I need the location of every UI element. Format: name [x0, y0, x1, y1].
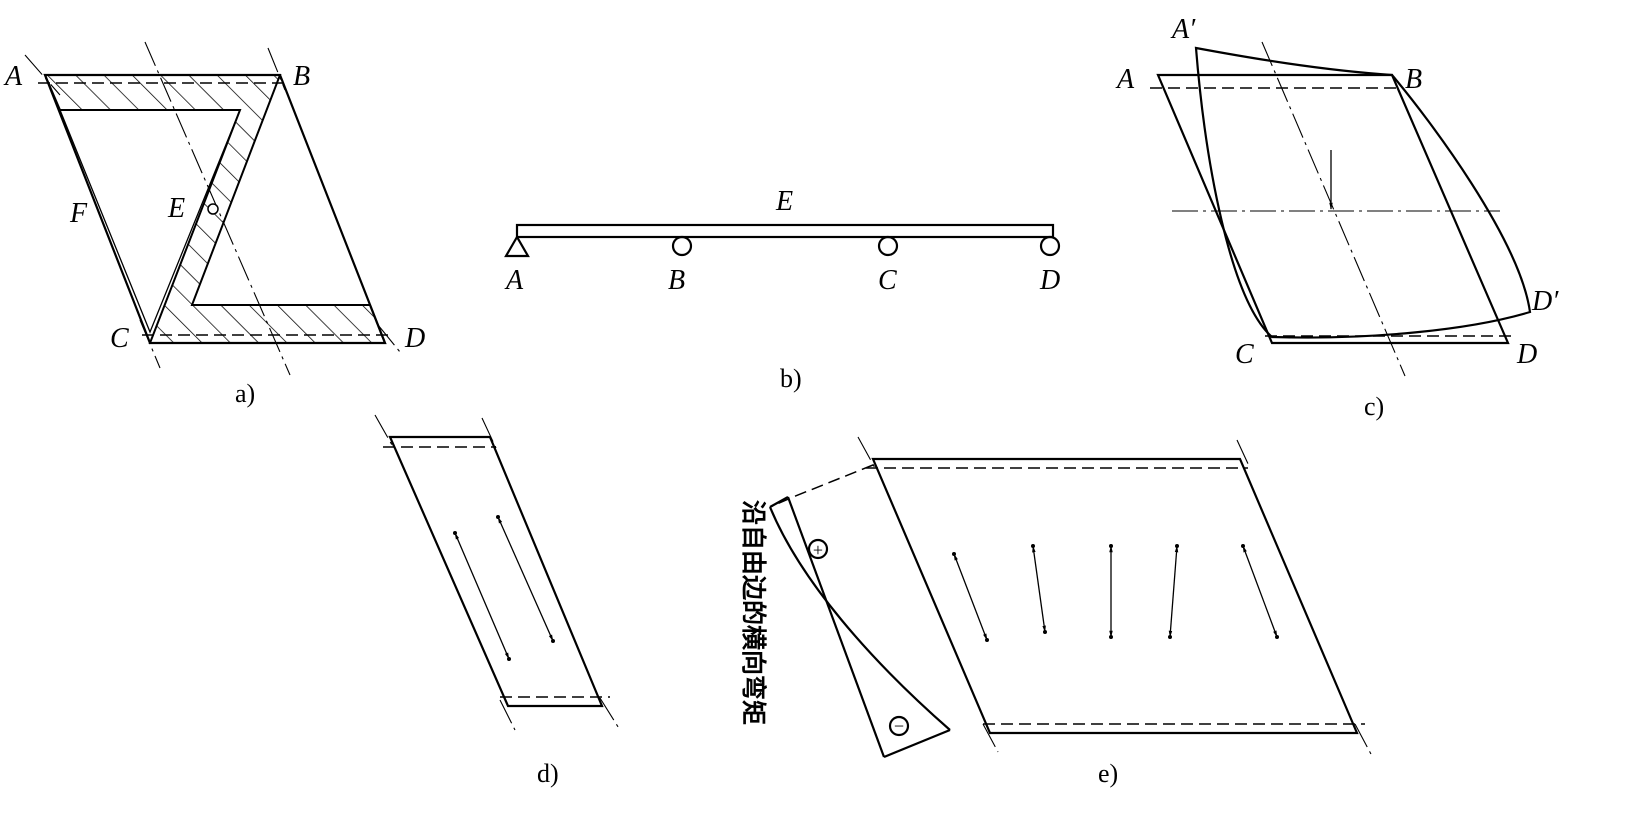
- panel-e-end-tick-bottom-right: [1354, 723, 1373, 757]
- panel-d-end-tick-top-right: [481, 417, 497, 449]
- panel-c-deformed-slab: [1194, 46, 1532, 339]
- panel-b-roller-support-d: [1039, 235, 1061, 257]
- panel-e-stress-arrow-1: [953, 553, 988, 641]
- panel-e-moment-label: 沿自由边的横向弯矩: [739, 500, 768, 725]
- panel-b-label-e: E: [775, 186, 793, 217]
- panel-c-original-slab: [1156, 73, 1510, 345]
- panel-e-slab: [871, 457, 1359, 735]
- panel-e-moment-curve: [768, 506, 951, 731]
- panel-d-caption: d): [537, 759, 559, 788]
- panel-a-end-tick-top-left: [24, 54, 61, 96]
- panel-a-point-e-marker: [207, 203, 219, 215]
- panel-e-projection-dash: [769, 464, 874, 508]
- panel-b-label-b: B: [668, 265, 685, 296]
- panel-e-end-tick-top-left: [857, 436, 876, 469]
- panel-e-moment-end-line: [883, 728, 951, 759]
- panel-e-stress-arrow-4: [1168, 545, 1179, 638]
- panel-a-inner-triangle-left: [59, 109, 241, 334]
- panel-b-caption: b): [780, 364, 802, 393]
- panel-a-label-e: E: [167, 193, 185, 224]
- panel-a: A B C D E F a): [3, 41, 425, 408]
- panel-c: A′ A B C D D′ c): [1115, 14, 1559, 421]
- panel-d-end-tick-bottom-left: [499, 699, 516, 731]
- panel-b-beam: [515, 223, 1055, 239]
- panel-b-label-a: A: [504, 265, 524, 296]
- panel-d-arrow-dot: [453, 531, 457, 535]
- panel-e-stress-arrow-5: [1242, 545, 1278, 638]
- panel-c-label-a-prime: A′: [1170, 14, 1196, 45]
- panel-b-label-c: C: [878, 265, 897, 296]
- panel-e-end-tick-bottom-left: [982, 723, 999, 753]
- panel-d-arrow-dot: [551, 639, 555, 643]
- panel-d-stress-arrow-left: [454, 532, 510, 660]
- panel-e-minus-sign: −: [894, 716, 904, 736]
- panel-c-label-c: C: [1235, 339, 1254, 370]
- panel-a-label-f: F: [69, 198, 88, 229]
- panel-d-end-tick-bottom-right: [599, 697, 621, 731]
- panel-c-caption: c): [1364, 392, 1384, 421]
- panel-c-label-b: B: [1405, 64, 1422, 95]
- panel-b-pin-support-a: [504, 234, 530, 258]
- panel-d-strip: [388, 435, 604, 708]
- panel-a-caption: a): [235, 379, 255, 408]
- panel-a-end-tick-top-right: [267, 47, 286, 91]
- panel-a-label-b: B: [293, 61, 310, 92]
- panel-a-label-a: A: [3, 61, 23, 92]
- panel-e-moment-start-line: [769, 496, 789, 508]
- panel-b: E A B C D b): [504, 186, 1060, 393]
- panel-a-end-tick-bottom-right: [377, 324, 401, 353]
- panel-e-moment-baseline: [786, 496, 886, 758]
- panel-c-centerline-skew: [1261, 41, 1406, 377]
- panel-e-minus-circle: [888, 715, 910, 737]
- panel-a-label-d: D: [404, 323, 425, 354]
- panel-d-arrow-dot: [496, 515, 500, 519]
- panel-b-label-d: D: [1039, 265, 1060, 296]
- panel-b-roller-support-c: [877, 235, 899, 257]
- panel-e: + − 沿自由边的横向弯矩 e): [739, 436, 1373, 788]
- panel-e-end-tick-top-right: [1236, 439, 1251, 469]
- panel-e-stress-arrow-2: [1032, 545, 1046, 633]
- panel-e-plus-circle: [807, 538, 829, 560]
- panel-d-end-tick-top-left: [374, 414, 393, 446]
- panel-c-label-d-prime: D′: [1531, 286, 1559, 317]
- panel-a-end-tick-bottom-left: [139, 319, 161, 369]
- panel-d: d): [374, 414, 621, 788]
- panel-a-label-c: C: [110, 323, 129, 354]
- panel-d-arrow-dot: [507, 657, 511, 661]
- panel-c-label-d: D: [1516, 339, 1537, 370]
- panel-d-stress-arrow-right: [497, 516, 554, 642]
- panel-e-arrow-dots: [952, 544, 1279, 642]
- panel-b-roller-support-b: [671, 235, 693, 257]
- panel-e-caption: e): [1098, 759, 1118, 788]
- panel-e-plus-sign: +: [813, 540, 823, 560]
- panel-c-label-a: A: [1115, 64, 1135, 95]
